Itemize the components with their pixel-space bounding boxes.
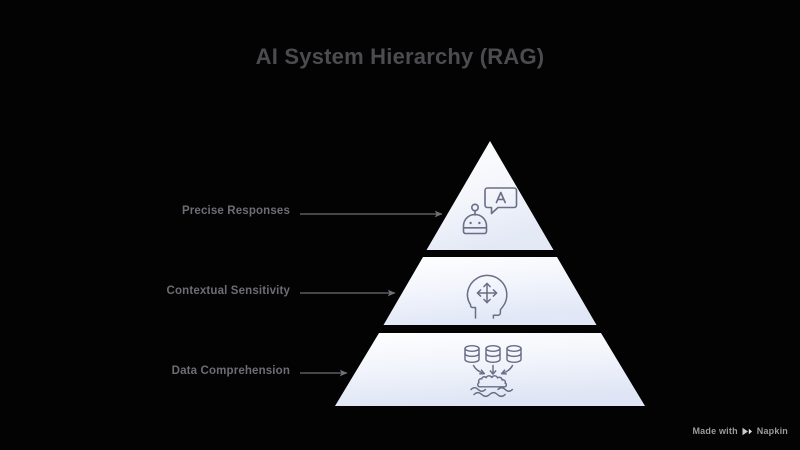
pyramid-tier-precise-responses[interactable] [426, 141, 554, 250]
page-title: AI System Hierarchy (RAG) [255, 44, 545, 69]
watermark-prefix: Made with [692, 426, 738, 436]
tier-label-contextual-sensitivity[interactable]: Contextual Sensitivity [166, 285, 290, 297]
tier-label-precise-responses[interactable]: Precise Responses [181, 205, 290, 217]
watermark-brand: Napkin [756, 426, 788, 436]
tier-label-data-comprehension[interactable]: Data Comprehension [171, 365, 290, 377]
napkin-logo-icon [742, 427, 753, 436]
pyramid-tier-data-comprehension[interactable] [335, 333, 645, 406]
watermark[interactable]: Made with Napkin [692, 426, 788, 436]
pyramid-tier-contextual-sensitivity[interactable] [383, 257, 597, 325]
